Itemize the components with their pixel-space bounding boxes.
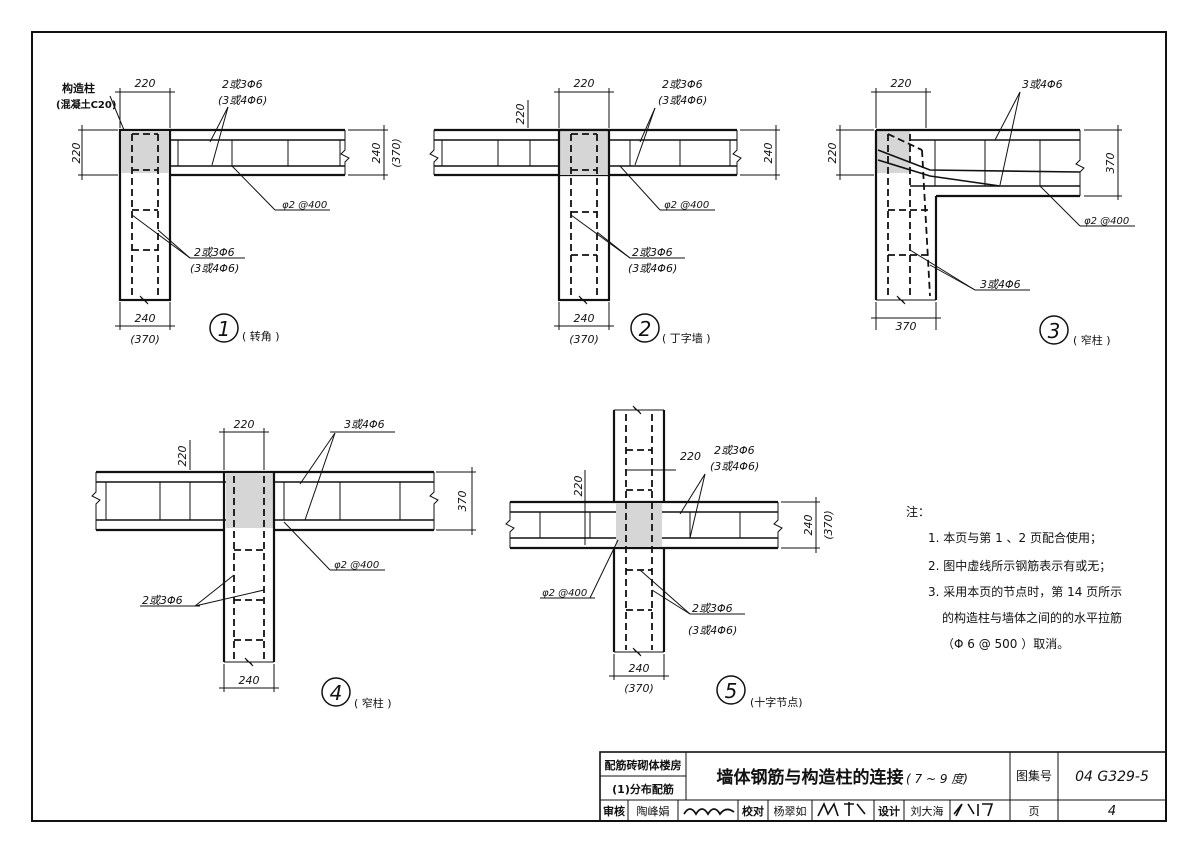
drawing-title-sub: ( 7 ~ 9 度): [906, 772, 968, 786]
dim-top: 220: [891, 77, 912, 90]
detail-caption: ( 窄柱 ): [1073, 333, 1111, 347]
dim-bottom: 370: [896, 320, 917, 333]
dim-bottom: 240: [135, 312, 156, 325]
dim-right: 240: [370, 143, 383, 164]
notes: 注： 1. 本页与第 1 、2 页配合使用； 2. 图中虚线所示钢筋表示有或无；…: [906, 504, 1122, 651]
detail-caption: ( 转角 ): [242, 329, 280, 343]
page-number: 4: [1108, 804, 1116, 819]
dim-left: 220: [176, 446, 189, 467]
dim-right: 370: [1104, 153, 1117, 174]
dim-bottom-alt: (370): [130, 333, 160, 346]
dim-bottom: 240: [239, 674, 260, 687]
detail-5: 220 220 240 (370) 240 (370) 2或3Φ6 (3或4Φ6…: [505, 405, 835, 709]
column-concrete: [121, 131, 169, 173]
review-signature: [683, 808, 735, 816]
rebar-top: 2或3Φ6: [222, 78, 263, 91]
detail-caption: ( 丁字墙 ): [662, 331, 711, 345]
design-name: 刘大海: [911, 804, 944, 818]
category-line1: 配筋砖砌体楼房: [605, 758, 682, 772]
design-signature: [953, 803, 994, 817]
column-label: 构造柱: [62, 81, 95, 95]
detail-4: 220 220 370 240 3或4Φ6 φ2 @400 2或3Φ6 4 ( …: [91, 418, 476, 710]
tie-label: φ2 @400: [282, 200, 327, 211]
dim-left: 220: [826, 143, 839, 164]
tie-label: φ2 @400: [1084, 216, 1129, 227]
rebar-column-alt: (3或4Φ6): [628, 262, 677, 275]
rebar-column: 2或3Φ6: [142, 594, 183, 607]
rebar-column-alt: (3或4Φ6): [688, 624, 737, 637]
check-label: 校对: [742, 804, 764, 818]
detail-1: 220 220 240 (370) 240 (370) 构造柱 (混凝土C20)…: [56, 77, 403, 346]
rebar-column: 2或3Φ6: [632, 246, 673, 259]
detail-number: 4: [330, 681, 343, 705]
dim-left: 220: [70, 143, 83, 164]
title-block: 配筋砖砌体楼房 (1)分布配筋 墙体钢筋与构造柱的连接 ( 7 ~ 9 度) 图…: [599, 751, 1167, 822]
review-label: 审核: [603, 804, 625, 818]
atlas-label: 图集号: [1016, 768, 1052, 783]
category-line2: (1)分布配筋: [612, 782, 674, 796]
detail-number: 3: [1048, 319, 1061, 343]
design-label: 设计: [878, 804, 900, 818]
dim-left: 220: [572, 476, 585, 497]
rebar-top: 3或4Φ6: [1022, 78, 1063, 91]
detail-number-circle: [209, 313, 239, 343]
rebar-top: 2或3Φ6: [714, 444, 755, 457]
detail-number: 2: [639, 317, 652, 341]
dim-right: 240: [802, 515, 815, 536]
dim-bottom: 240: [629, 662, 650, 675]
notes-heading: 注：: [906, 504, 930, 519]
page-label: 页: [1029, 805, 1040, 818]
atlas-number: 04 G329-5: [1075, 769, 1149, 785]
dim-top: 220: [680, 450, 701, 463]
detail-caption: (十字节点): [750, 695, 803, 709]
check-name: 杨翠如: [774, 804, 807, 818]
dim-top: 220: [234, 418, 255, 431]
rebar-column: 2或3Φ6: [194, 246, 235, 259]
tie-label: φ2 @400: [542, 588, 587, 599]
dim-top: 220: [574, 77, 595, 90]
rebar-column: 2或3Φ6: [692, 602, 733, 615]
note-3: 3. 采用本页的节点时，第 14 页所示: [928, 584, 1122, 599]
dim-bottom: 240: [574, 312, 595, 325]
rebar-column: 3或4Φ6: [980, 278, 1021, 291]
dim-right: 240: [762, 143, 775, 164]
note-3-line3: （Φ 6 @ 500 ）取消。: [942, 637, 1069, 651]
note-2: 2. 图中虚线所示钢筋表示有或无；: [928, 558, 1111, 573]
drawing-title: 墙体钢筋与构造柱的连接: [717, 767, 904, 788]
rebar-top-alt: (3或4Φ6): [218, 94, 267, 107]
detail-2: 220 220 240 240 (370) 2或3Φ6 (3或4Φ6) φ2 @…: [429, 77, 780, 346]
dim-right: 370: [456, 491, 469, 512]
dim-right-alt: (370): [822, 510, 835, 540]
column-concrete-label: (混凝土C20): [56, 98, 116, 111]
rebar-top-alt: (3或4Φ6): [658, 94, 707, 107]
detail-number: 5: [725, 679, 738, 703]
tie-label: φ2 @400: [664, 200, 709, 211]
dim-bottom-alt: (370): [569, 333, 599, 346]
dim-right-alt: (370): [390, 138, 403, 168]
tie-label: φ2 @400: [334, 560, 379, 571]
note-1: 1. 本页与第 1 、2 页配合使用；: [928, 530, 1102, 545]
rebar-column-alt: (3或4Φ6): [190, 262, 239, 275]
note-3-line2: 的构造柱与墙体之间的的水平拉筋: [942, 610, 1122, 625]
rebar-top: 2或3Φ6: [662, 78, 703, 91]
rebar-top-alt: (3或4Φ6): [710, 460, 759, 473]
dim-top: 220: [135, 77, 156, 90]
rebar-top: 3或4Φ6: [344, 418, 385, 431]
check-signature: [817, 802, 866, 817]
sheet-border: [31, 31, 1167, 822]
detail-caption: ( 窄柱 ): [354, 696, 392, 710]
detail-3: 220 220 370 370 3或4Φ6 φ2 @400 3或4Φ6 3 ( …: [826, 77, 1135, 347]
review-name: 陶峰娟: [637, 804, 670, 818]
dim-bottom-alt: (370): [624, 682, 654, 695]
detail-number: 1: [218, 317, 231, 341]
dim-left: 220: [514, 104, 527, 125]
